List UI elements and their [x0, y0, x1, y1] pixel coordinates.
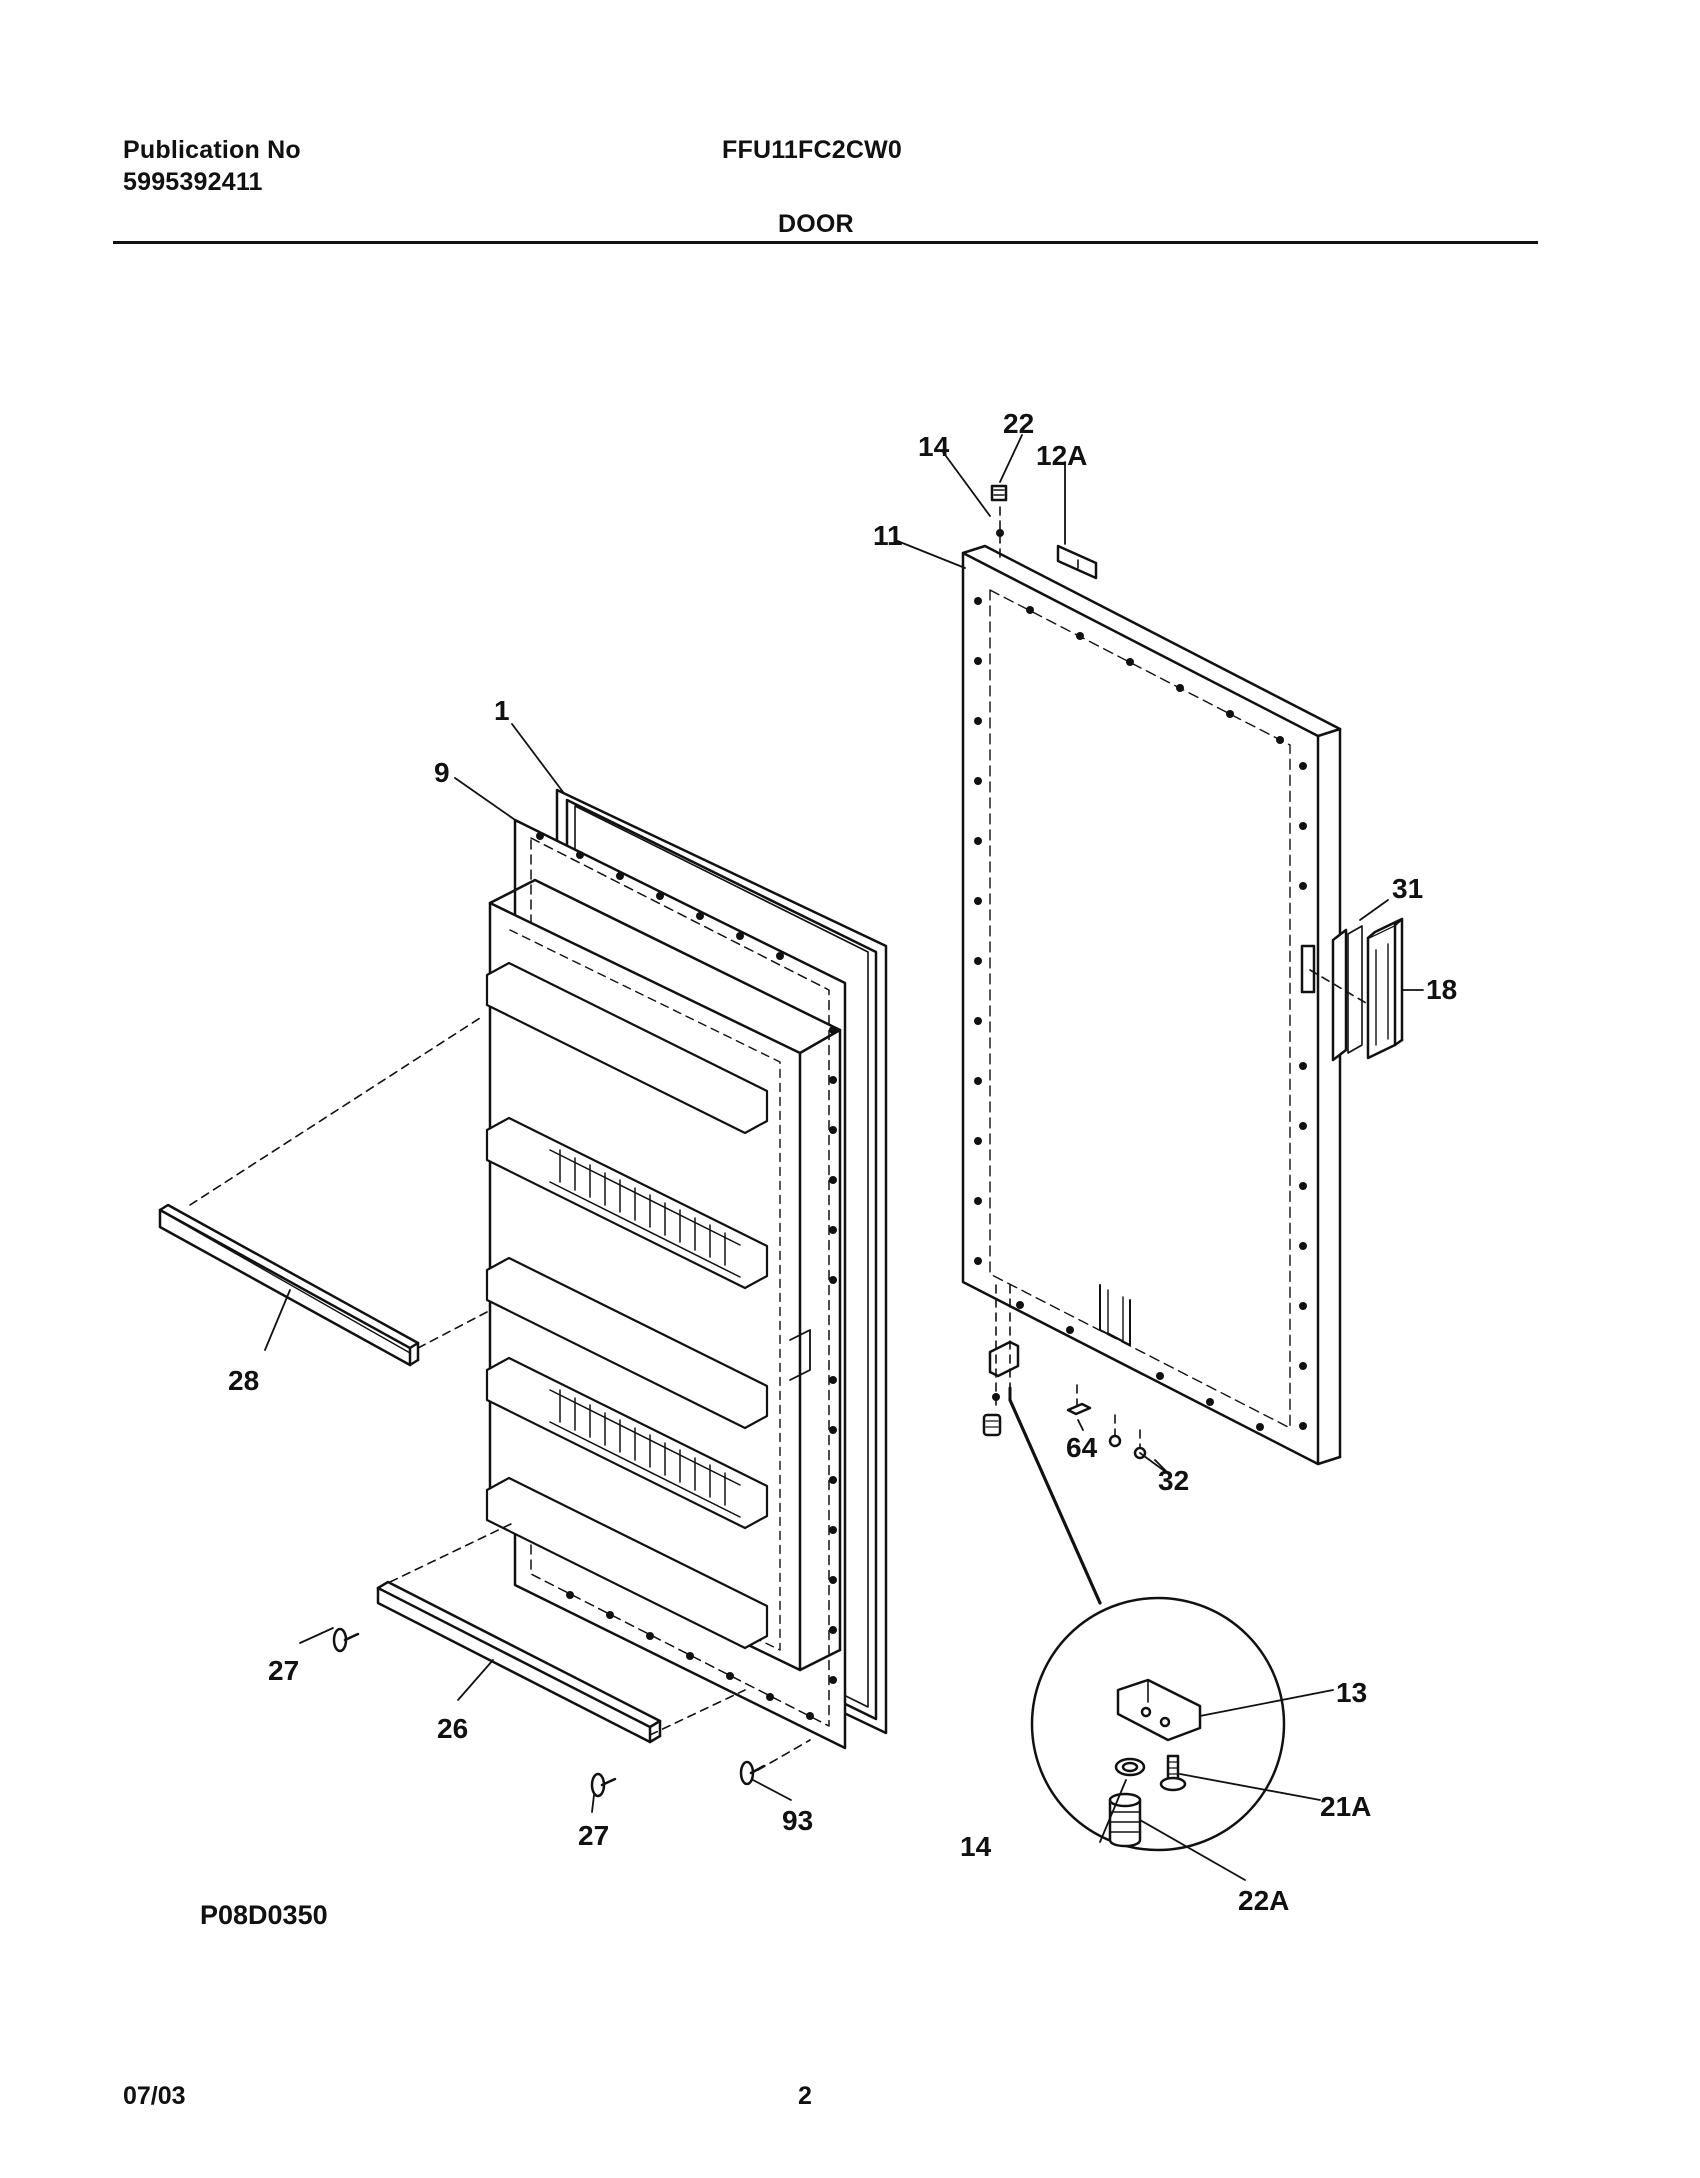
assembly-lines — [189, 506, 1367, 1771]
callout-27-left: 27 — [268, 1655, 299, 1686]
model-number: FFU11FC2CW0 — [722, 136, 903, 164]
outer-door-panel — [961, 544, 1342, 1466]
callout-18: 18 — [1426, 974, 1457, 1005]
publication-number: 5995392411 — [123, 168, 263, 196]
callout-21a: 21A — [1320, 1791, 1371, 1822]
callout-11: 11 — [873, 520, 903, 551]
diagram-code: P08D0350 — [200, 1900, 328, 1930]
footer-date: 07/03 — [123, 2082, 186, 2110]
callout-31: 31 — [1392, 873, 1423, 904]
liner-fastener-holes — [536, 832, 837, 1720]
callout-22: 22 — [1003, 408, 1034, 439]
callout-12a: 12A — [1036, 440, 1087, 471]
callout-9: 9 — [434, 757, 450, 788]
bottom-rail-26 — [376, 1580, 662, 1744]
page-number: 2 — [798, 2082, 812, 2110]
callout-64: 64 — [1066, 1432, 1098, 1463]
callout-27-bottom: 27 — [578, 1820, 609, 1851]
callout-1: 1 — [494, 695, 510, 726]
header-rule — [113, 241, 1538, 244]
hinge-detail-view — [1030, 1596, 1286, 1852]
callout-93: 93 — [782, 1805, 813, 1836]
callout-labels: 1 9 28 27 26 27 93 11 14 22 12A 31 18 64… — [228, 408, 1457, 1916]
callout-14-top: 14 — [918, 431, 950, 462]
callout-32: 32 — [1158, 1465, 1189, 1496]
leader-lines — [264, 434, 1424, 1881]
callout-22a: 22A — [1238, 1885, 1289, 1916]
handle-assembly — [1331, 917, 1404, 1062]
callout-28: 28 — [228, 1365, 259, 1396]
callout-26: 26 — [437, 1713, 468, 1744]
section-title: DOOR — [778, 210, 854, 238]
publication-label: Publication No — [123, 136, 301, 164]
callout-13: 13 — [1336, 1677, 1367, 1708]
panel-fastener-holes — [974, 597, 1307, 1431]
door-liner — [485, 818, 847, 1750]
top-hinge-parts — [990, 484, 1098, 580]
shelf-rail-28 — [158, 1203, 420, 1367]
callout-14-detail: 14 — [960, 1831, 992, 1862]
